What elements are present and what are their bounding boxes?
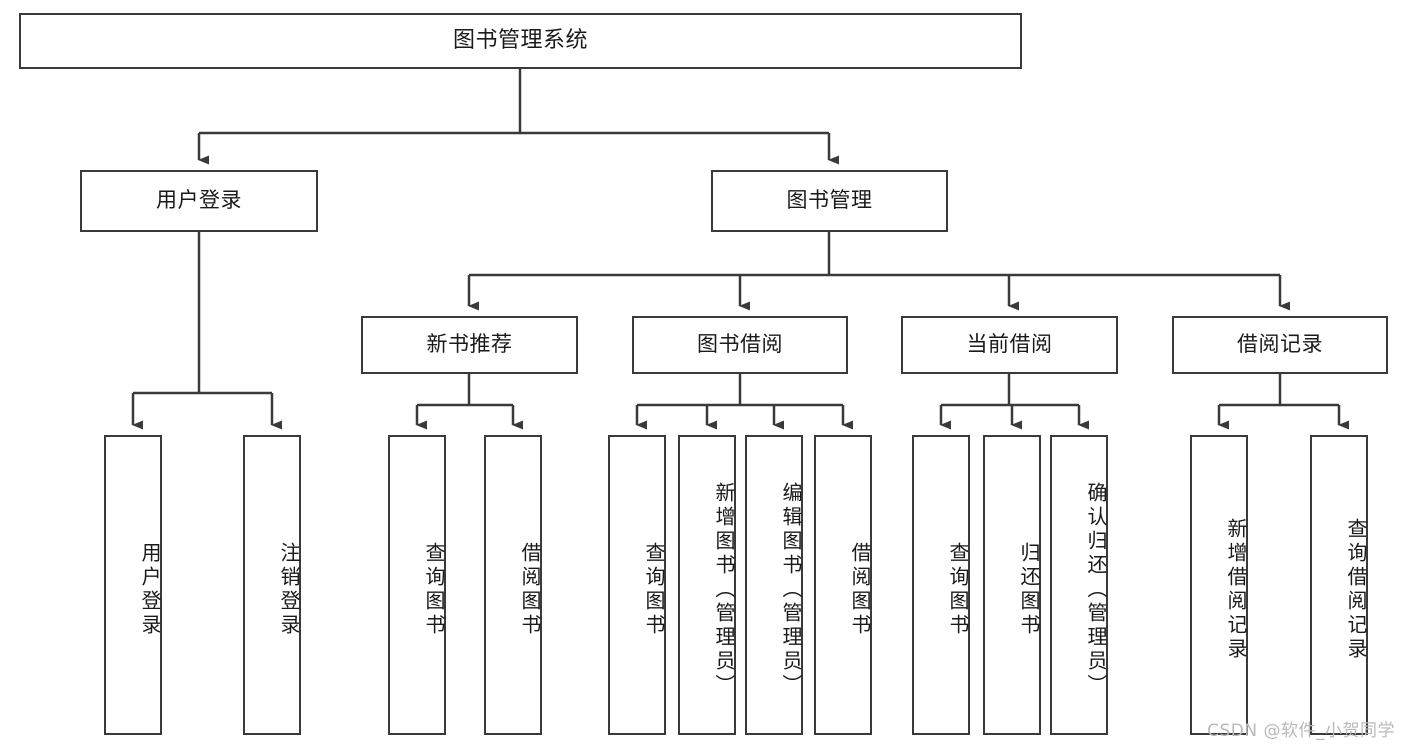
node-label: 用户登录 bbox=[156, 188, 242, 213]
node-leaf-borrow-book[interactable]: 借阅图书 bbox=[814, 435, 872, 735]
node-label: 编辑图书（管理员） bbox=[779, 482, 803, 698]
edge-recommend-to-leaves bbox=[415, 374, 523, 430]
node-leaf-edit-book-admin[interactable]: 编辑图书（管理员） bbox=[745, 435, 803, 735]
node-label: 确认归还（管理员） bbox=[1084, 482, 1108, 698]
node-book-borrow[interactable]: 图书借阅 bbox=[632, 316, 848, 374]
node-leaf-logout-login[interactable]: 注销登录 bbox=[243, 435, 301, 735]
node-label: 查询图书 bbox=[642, 542, 666, 638]
edge-currentborrow-to-leaves bbox=[939, 374, 1089, 430]
node-leaf-query-book-current[interactable]: 查询图书 bbox=[912, 435, 970, 735]
node-new-book-recommend[interactable]: 新书推荐 bbox=[361, 316, 578, 374]
node-user-login[interactable]: 用户登录 bbox=[80, 170, 318, 232]
node-label: 新增图书（管理员） bbox=[712, 482, 736, 698]
node-root-book-management-system[interactable]: 图书管理系统 bbox=[19, 13, 1022, 69]
node-label: 查询图书 bbox=[946, 542, 970, 638]
node-label: 当前借阅 bbox=[966, 332, 1053, 357]
node-label: 查询图书 bbox=[422, 542, 446, 638]
node-label: 借阅图书 bbox=[518, 542, 542, 638]
node-leaf-query-book-borrow[interactable]: 查询图书 bbox=[608, 435, 666, 735]
node-label: 新书推荐 bbox=[426, 332, 513, 357]
node-leaf-add-book-admin[interactable]: 新增图书（管理员） bbox=[678, 435, 736, 735]
edge-borrowrecord-to-leaves bbox=[1217, 374, 1349, 430]
node-label: 注销登录 bbox=[277, 542, 301, 638]
node-label: 借阅记录 bbox=[1237, 332, 1323, 357]
csdn-watermark: CSDN @软件_小贺同学 bbox=[1207, 721, 1395, 741]
node-leaf-add-borrow-record[interactable]: 新增借阅记录 bbox=[1190, 435, 1248, 735]
node-label: 借阅图书 bbox=[848, 542, 872, 638]
node-leaf-return-book[interactable]: 归还图书 bbox=[983, 435, 1041, 735]
edge-root-to-level2 bbox=[197, 69, 839, 165]
node-label: 图书管理系统 bbox=[452, 27, 588, 53]
node-label: 用户登录 bbox=[138, 542, 162, 638]
edge-bookmanage-to-level3 bbox=[467, 232, 1290, 311]
node-label: 归还图书 bbox=[1017, 542, 1041, 638]
edge-bookborrow-to-leaves bbox=[635, 374, 853, 430]
edge-userlogin-to-leaves bbox=[131, 232, 282, 430]
node-leaf-borrow-book-recommend[interactable]: 借阅图书 bbox=[484, 435, 542, 735]
node-leaf-confirm-return-admin[interactable]: 确认归还（管理员） bbox=[1050, 435, 1108, 735]
node-book-management[interactable]: 图书管理 bbox=[711, 170, 948, 232]
node-leaf-user-login[interactable]: 用户登录 bbox=[104, 435, 162, 735]
node-label: 查询借阅记录 bbox=[1344, 518, 1368, 662]
node-label: 图书借阅 bbox=[697, 332, 783, 357]
node-leaf-query-book-recommend[interactable]: 查询图书 bbox=[388, 435, 446, 735]
node-leaf-query-borrow-record[interactable]: 查询借阅记录 bbox=[1310, 435, 1368, 735]
node-label: 新增借阅记录 bbox=[1224, 518, 1248, 662]
node-borrow-record[interactable]: 借阅记录 bbox=[1172, 316, 1388, 374]
node-label: 图书管理 bbox=[786, 188, 873, 213]
node-current-borrow[interactable]: 当前借阅 bbox=[901, 316, 1118, 374]
